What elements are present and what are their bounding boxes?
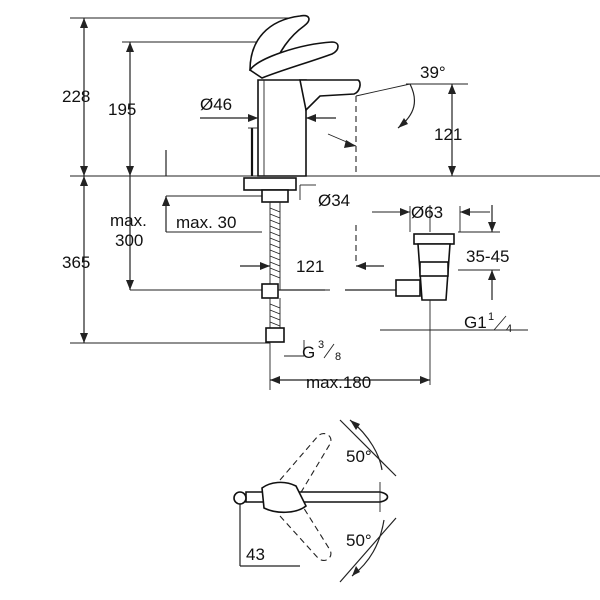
- max-width-dim: [269, 342, 430, 390]
- spout-height-label: 195: [108, 100, 136, 119]
- max-deck-label: max. 30: [176, 213, 236, 232]
- overall-height-label: 228: [62, 87, 90, 106]
- max-hose-value: 300: [115, 231, 143, 250]
- supply-thread-leader: [284, 340, 305, 357]
- spout-angle-label: 39°: [420, 63, 446, 82]
- lever-offset-label: 43: [246, 545, 265, 564]
- lever-angle-top-label: 50°: [346, 447, 372, 466]
- waste-thread-main: G1: [464, 313, 487, 332]
- spout-reach-label: 121: [434, 125, 462, 144]
- height-dimension-lines: [70, 17, 600, 344]
- waste-thread-den: 4: [506, 323, 512, 335]
- supply-thread-num: 3: [318, 339, 324, 351]
- faucet-elevation: [200, 14, 361, 177]
- waste-range-label: 35-45: [466, 247, 509, 266]
- below-height-label: 365: [62, 253, 90, 272]
- waste-diameter-label: Ø63: [411, 203, 443, 222]
- max-width-label: max.180: [306, 373, 371, 392]
- max-hose-label: max.: [110, 211, 147, 230]
- spout-angle-dims: [355, 83, 468, 176]
- waste-thread-num: 1: [488, 311, 494, 323]
- supply-thread-den: 8: [335, 351, 341, 363]
- supply-thread-main: G: [302, 343, 315, 362]
- waste-fitting: [372, 205, 528, 385]
- body-diameter-label: Ø46: [200, 95, 232, 114]
- center-distance-dim: [240, 262, 384, 270]
- lever-angle-bottom-label: 50°: [346, 531, 372, 550]
- hole-diameter-label: Ø34: [318, 191, 350, 210]
- center-distance-label: 121: [296, 257, 324, 276]
- faucet-plan-view: [233, 419, 397, 583]
- under-deck-assembly: [243, 177, 396, 343]
